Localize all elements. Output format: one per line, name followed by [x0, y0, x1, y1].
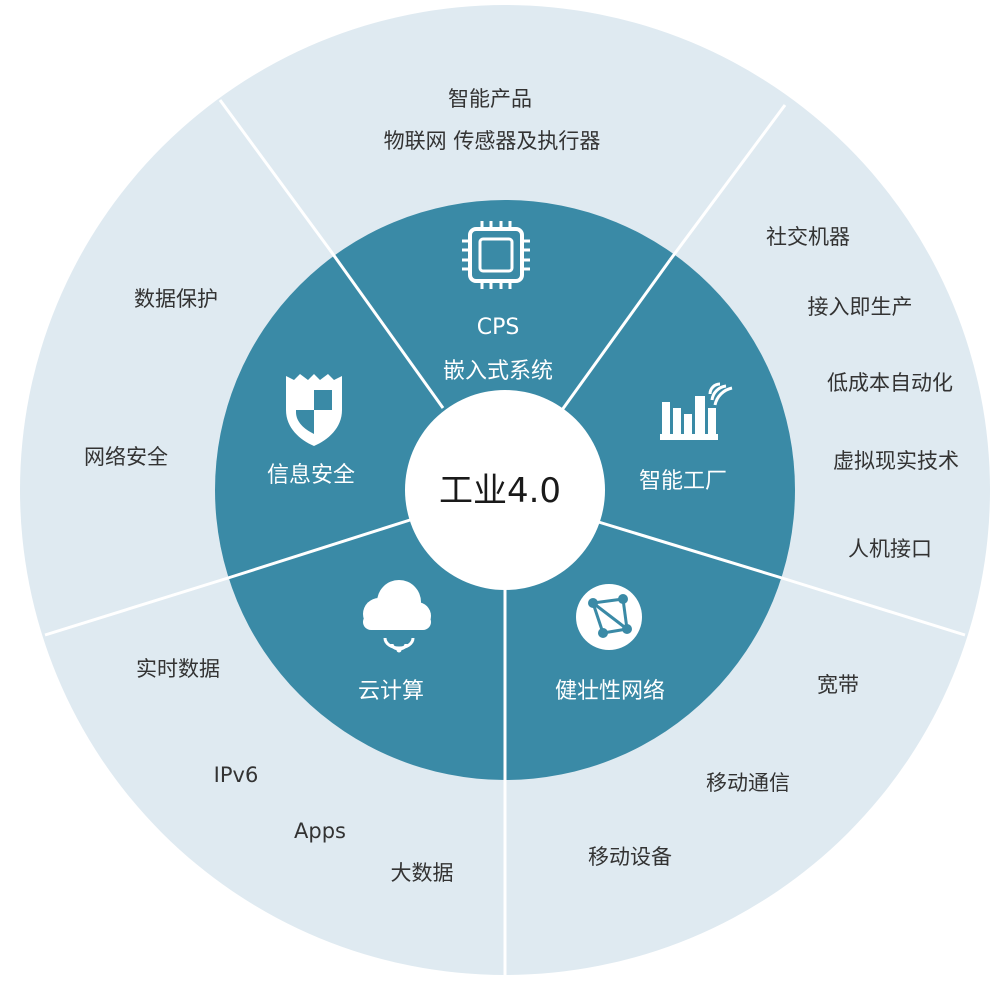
segment-security: 信息安全 数据保护 网络安全: [84, 287, 355, 488]
center-disc: [405, 390, 605, 590]
factory-icon: [660, 382, 733, 440]
outer-item-big-data: 大数据: [391, 861, 454, 885]
outer-item-virtual-reality: 虚拟现实技术: [833, 449, 959, 473]
segment-robust-network: 健壮性网络 宽带 移动通信 移动设备: [555, 584, 859, 869]
segment-cps-label-2: 嵌入式系统: [443, 359, 553, 384]
shield-icon: [286, 374, 342, 446]
outer-dividers: [44, 99, 966, 975]
segment-cloud-label: 云计算: [358, 679, 424, 704]
network-globe-icon: [576, 584, 642, 650]
segment-robust-network-label: 健壮性网络: [555, 679, 665, 704]
segment-security-label: 信息安全: [267, 463, 355, 488]
outer-item-ipv6: IPv6: [214, 763, 259, 787]
outer-item-mobile-communication: 移动通信: [706, 771, 790, 795]
segment-cloud: 云计算 实时数据 IPv6 Apps 大数据: [136, 580, 454, 885]
center-title: 工业4.0: [439, 471, 561, 511]
inner-dividers: [227, 249, 783, 780]
outer-item-apps: Apps: [294, 819, 346, 843]
chip-icon: [462, 221, 530, 289]
outer-item-plug-and-produce: 接入即生产: [808, 295, 913, 319]
outer-item-smart-products: 智能产品: [448, 87, 532, 111]
cloud-icon: [363, 580, 431, 653]
outer-item-social-machines: 社交机器: [766, 225, 850, 249]
outer-item-iot-sensors: 物联网 传感器及执行器: [384, 129, 601, 153]
segment-smart-factory: 智能工厂 社交机器 接入即生产 低成本自动化 虚拟现实技术 人机接口: [639, 225, 959, 561]
outer-item-low-cost-automation: 低成本自动化: [827, 371, 953, 395]
outer-item-network-security: 网络安全: [84, 445, 168, 469]
segment-cps: CPS 嵌入式系统 智能产品 物联网 传感器及执行器: [384, 87, 601, 384]
outer-item-hmi: 人机接口: [848, 537, 932, 561]
segment-cps-label-1: CPS: [477, 315, 520, 340]
outer-item-mobile-devices: 移动设备: [588, 845, 672, 869]
segment-smart-factory-label: 智能工厂: [639, 469, 727, 494]
outer-item-data-protection: 数据保护: [134, 287, 218, 311]
outer-item-realtime-data: 实时数据: [136, 657, 220, 681]
outer-item-broadband: 宽带: [817, 673, 859, 697]
